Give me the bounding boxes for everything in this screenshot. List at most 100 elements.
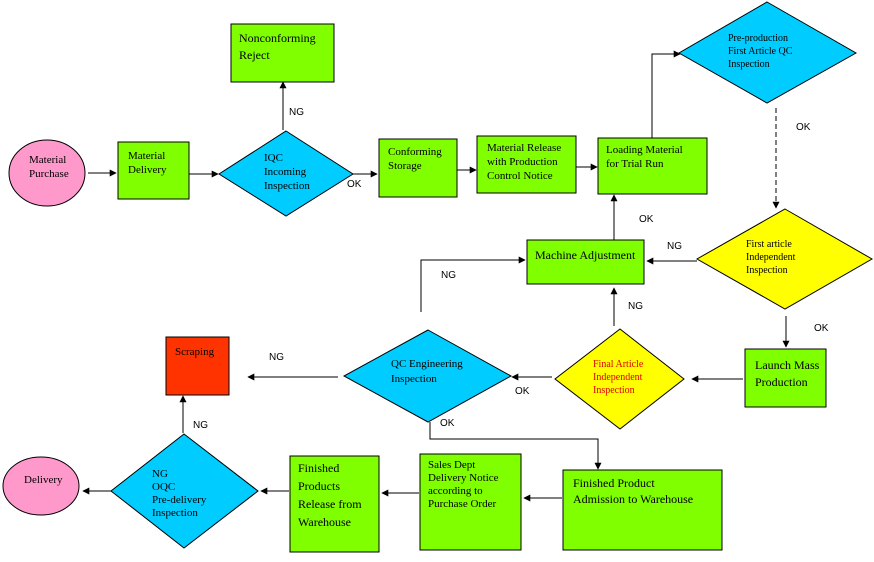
label-line: Warehouse — [298, 515, 351, 529]
label-line: Purchase Order — [428, 498, 496, 510]
edge-label-machine-ok: OK — [639, 214, 654, 225]
node-first-article-decision — [695, 208, 874, 310]
label-line: Delivery — [24, 474, 63, 486]
label-line: Finished — [298, 461, 339, 475]
node-final-article-decision — [554, 328, 685, 430]
label-line: QC Engineering — [391, 358, 463, 370]
label-line: Admission to Warehouse — [573, 492, 693, 506]
edge-label-qc-eng-ok: OK — [440, 418, 455, 429]
label-line: Control Notice — [487, 170, 553, 182]
edge-label-qc-eng-ng-scrap: NG — [269, 352, 284, 363]
edge-label-first-article-ok: OK — [814, 323, 829, 334]
label-line: Nonconforming — [239, 31, 316, 45]
label-line: First article — [746, 239, 792, 250]
node-nonconforming-reject — [230, 23, 335, 83]
edge-label-qc-eng-ng-up: NG — [441, 270, 456, 281]
label-line: Independent — [746, 252, 796, 263]
node-loading-material — [597, 137, 708, 195]
label-line: Inspection — [264, 180, 310, 192]
label-line: First Article QC — [728, 46, 793, 57]
node-launch-mass-production — [744, 348, 827, 408]
label-line: Storage — [388, 160, 422, 172]
label-delivery: Delivery — [24, 474, 63, 486]
label-line: Finished Product — [573, 476, 655, 490]
label-line: Products — [298, 479, 340, 493]
edge-label-iqc-ng: NG — [289, 107, 304, 118]
node-delivery — [2, 456, 80, 516]
label-line: Machine Adjustment — [535, 248, 636, 262]
node-oqc-decision — [110, 433, 259, 549]
node-iqc-decision — [218, 130, 354, 217]
edge-loading-to-preprod — [651, 50, 681, 138]
node-material-release — [476, 135, 577, 194]
label-scraping: Scraping — [175, 346, 215, 358]
node-finished-product-admission — [562, 469, 723, 551]
label-line: Conforming — [388, 146, 442, 158]
node-preproduction-qc-decision — [677, 1, 858, 104]
label-line: Pre-production — [728, 33, 788, 44]
edge-qc-eng-to-admission — [429, 422, 602, 470]
label-line: Delivery — [128, 164, 167, 176]
label-line: Inspection — [746, 265, 788, 276]
label-line: Incoming — [264, 166, 307, 178]
label-line: Material — [128, 150, 165, 162]
edge-labels: NG OK OK NG OK OK NG NG OK NG OK NG — [193, 107, 829, 431]
label-line: Sales Dept — [428, 459, 475, 471]
edge-label-first-article-ng: NG — [667, 241, 682, 252]
label-line: Launch Mass — [755, 358, 820, 372]
label-line: Reject — [239, 48, 270, 62]
node-machine-adjustment — [526, 239, 645, 285]
connectors — [82, 50, 790, 502]
label-line: with Production — [487, 156, 558, 168]
node-material-delivery — [117, 141, 190, 200]
label-line: NG — [152, 468, 168, 480]
label-line: OQC — [152, 481, 175, 493]
label-line: Loading Material — [606, 144, 683, 156]
label-machine-adjustment: Machine Adjustment — [535, 248, 636, 262]
label-line: according to — [428, 485, 483, 497]
node-qc-engineering-decision — [342, 329, 513, 423]
label-line: Delivery Notice — [428, 472, 499, 484]
edge-qc-eng-to-machine — [420, 256, 526, 312]
node-conforming-storage — [378, 138, 458, 198]
edge-label-final-article-ng: NG — [628, 301, 643, 312]
label-loading-material: Loading Material for Trial Run — [606, 144, 683, 170]
node-finished-products-release — [289, 455, 380, 553]
label-line: Material Release — [487, 142, 561, 154]
label-line: Purchase — [29, 168, 69, 180]
node-material-purchase — [8, 139, 86, 207]
label-line: Pre-delivery — [152, 494, 207, 506]
label-line: Scraping — [175, 346, 215, 358]
label-line: Inspection — [391, 373, 437, 385]
label-line: Independent — [593, 372, 643, 383]
label-line: IQC — [264, 152, 283, 164]
edge-label-final-article-ok: OK — [515, 386, 530, 397]
label-line: Release from — [298, 497, 362, 511]
label-line: Production — [755, 375, 808, 389]
label-line: Inspection — [152, 507, 198, 519]
label-line: Inspection — [593, 385, 635, 396]
label-line: Material — [29, 154, 66, 166]
node-scraping — [165, 336, 230, 396]
label-line: Final Article — [593, 359, 644, 370]
edge-label-iqc-ok: OK — [347, 179, 362, 190]
node-sales-dept-notice — [419, 453, 522, 551]
label-line: for Trial Run — [606, 158, 664, 170]
edge-label-oqc-ng: NG — [193, 420, 208, 431]
edge-label-preprod-ok: OK — [796, 122, 811, 133]
